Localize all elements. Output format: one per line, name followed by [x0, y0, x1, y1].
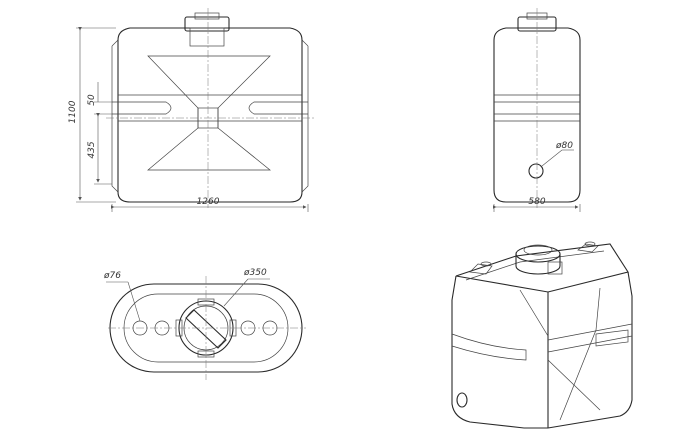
dim-side-width-label: 580: [528, 197, 545, 207]
dim-upper-offset-label: 50: [87, 94, 97, 106]
dim-width-label: 1260: [197, 197, 220, 207]
dim-lower-offset-label: 435: [87, 141, 97, 158]
dim-port-label: ø76: [103, 271, 121, 281]
dim-outlet-label: ø80: [555, 141, 573, 151]
isometric-view: [451, 241, 633, 429]
dim-lid-label: ø350: [243, 268, 267, 278]
side-view: ø80 580: [493, 8, 581, 212]
top-view: ø76 ø350: [103, 268, 306, 380]
dim-height-label: 1100: [68, 100, 78, 123]
front-view: 1100 50 435 1260: [68, 8, 314, 212]
